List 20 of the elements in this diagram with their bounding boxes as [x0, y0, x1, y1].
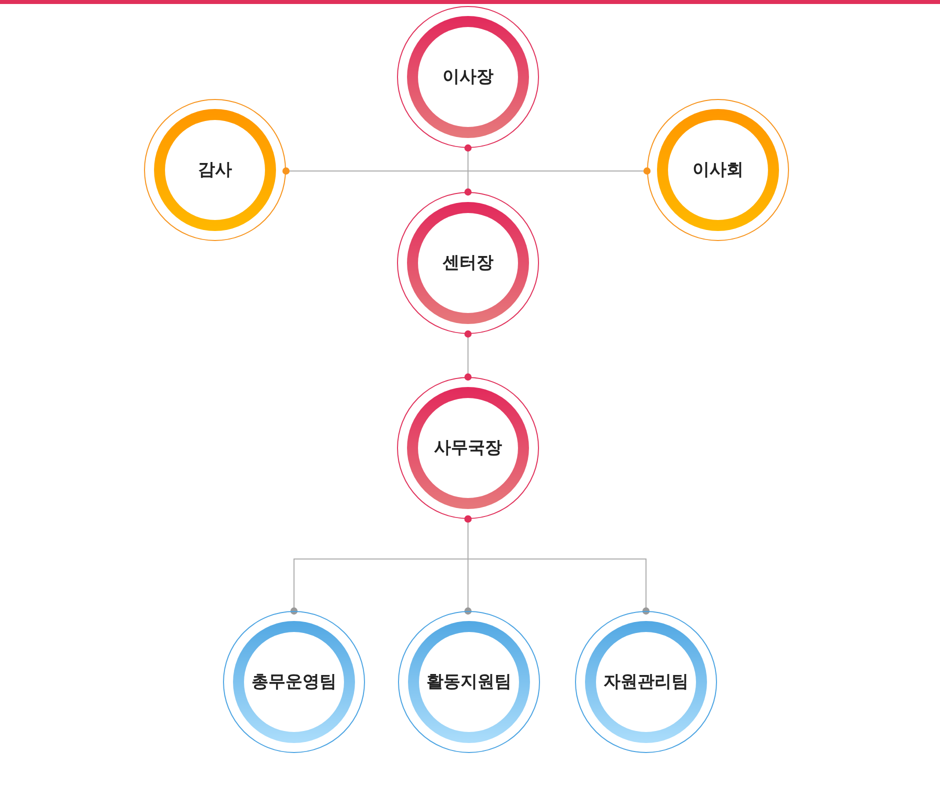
org-node-circle [144, 99, 286, 241]
connector-line [282, 167, 651, 175]
node-label: 센터장 [442, 252, 494, 274]
node-label: 감사 [198, 160, 232, 180]
org-node-circle [575, 611, 717, 753]
connector-line [464, 515, 650, 615]
node-label: 활동지원팀 [426, 672, 512, 692]
node-label: 이사장 [442, 66, 494, 88]
org-node-circle [223, 611, 365, 753]
org-node-circle [397, 377, 539, 519]
node-label: 총무운영팀 [252, 672, 336, 692]
node-label: 이사회 [692, 160, 744, 180]
node-label: 자원관리팀 [604, 672, 688, 692]
org-node-circle [398, 611, 540, 753]
connector-line [464, 144, 472, 196]
node-label: 사무국장 [434, 438, 502, 458]
connector-line [464, 330, 472, 381]
org-node-circle [397, 6, 539, 148]
org-node-circle [397, 192, 539, 334]
org-node-circle [647, 99, 789, 241]
